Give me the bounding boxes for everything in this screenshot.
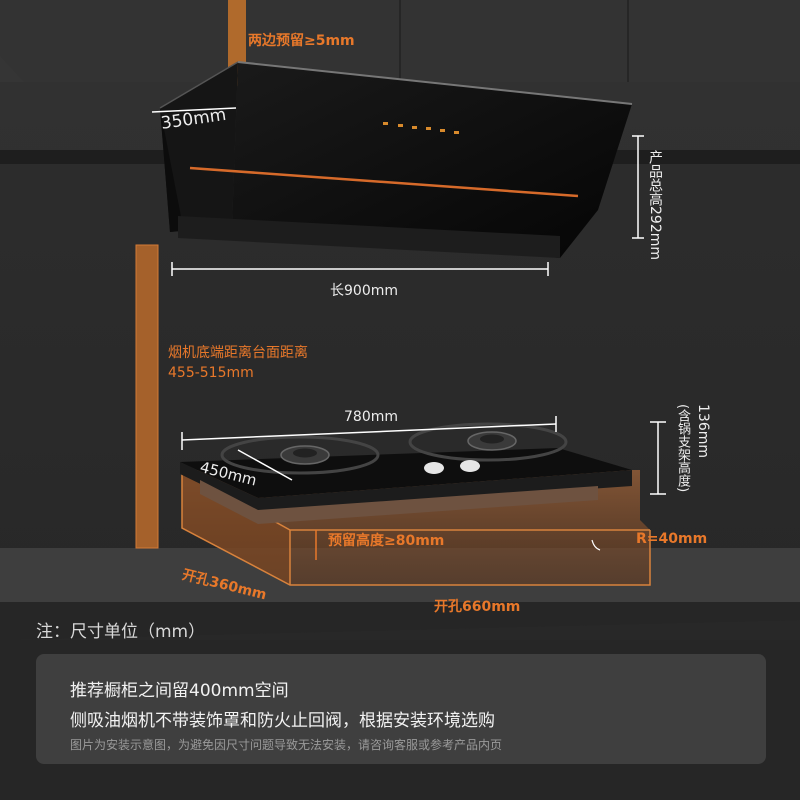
upper-cabinet-right [246,0,800,82]
side-clearance-label: 两边预留≥5mm [248,33,355,49]
hood-depth-dimension [151,107,237,113]
hood-light-strip [189,166,579,198]
upper-cabinet-left [0,0,228,82]
hood-length-dimension [171,262,549,276]
stove-width-dimension [181,416,557,450]
mount-height-bar [136,245,158,548]
corner-radius-label: R=40mm [636,531,708,547]
unit-note: 注：尺寸单位（mm） [36,622,206,642]
stove-depth-dimension [237,449,293,481]
mount-height-title: 烟机底端距离台面距离 [168,345,308,361]
hood-control-panel [383,122,459,134]
stove-height-label: 136mm [695,404,711,458]
cutout-width-label: 开孔660mm [434,599,521,615]
hood-length-label: 长900mm [330,283,398,299]
stove-knob-right [460,460,480,472]
gas-stove [180,422,632,524]
stove-width-label: 780mm [344,409,398,425]
note-line-2: 侧吸油烟机不带装饰罩和防火止回阀，根据安装环境选购 [70,711,495,731]
range-hood [159,61,633,258]
stove-height-note: (含锅支架高度) [675,404,690,493]
notes-panel: 推荐橱柜之间留400mm空间 侧吸油烟机不带装饰罩和防火止回阀，根据安装环境选购… [36,654,766,764]
hood-height-label: 产品总高292mm [647,150,663,260]
note-line-3: 图片为安装示意图，为避免因尺寸问题导致无法安装，请咨询客服或参考产品内页 [70,738,503,752]
note-line-1: 推荐橱柜之间留400mm空间 [70,681,289,701]
stove-height-dimension [650,421,666,495]
burner-right [408,422,568,462]
reserve-height-label: 预留高度≥80mm [328,533,445,549]
stove-knob-left [424,462,444,474]
burner-left [220,435,380,475]
mount-height-range: 455-515mm [168,365,254,381]
hood-height-dimension [632,135,644,239]
